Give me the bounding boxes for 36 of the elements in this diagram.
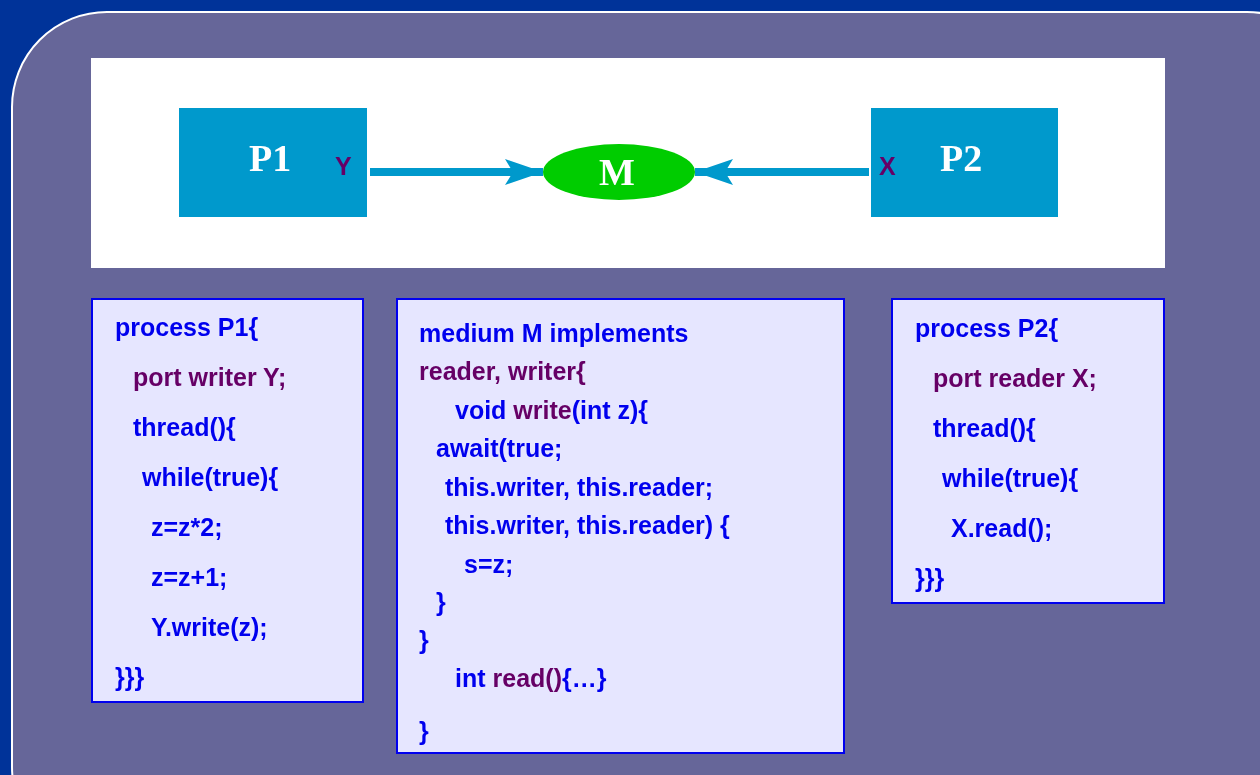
code-box bbox=[891, 298, 1165, 604]
code-line: while(true){ bbox=[142, 462, 279, 492]
arrow bbox=[695, 159, 869, 185]
code-line: }}} bbox=[115, 662, 145, 692]
code-line: }}} bbox=[915, 563, 945, 593]
code-line: this.writer, this.reader; bbox=[445, 472, 714, 502]
code-line: z=z+1; bbox=[151, 562, 228, 592]
code-line: port writer Y; bbox=[133, 362, 287, 392]
code-box bbox=[396, 298, 845, 754]
code-line: X.read(); bbox=[951, 513, 1053, 543]
code-line: Y.write(z); bbox=[151, 612, 268, 642]
code-line: process P2{ bbox=[915, 313, 1059, 343]
code-line: process P1{ bbox=[115, 312, 259, 342]
code-line: int read(){…} bbox=[455, 663, 607, 693]
code-line: z=z*2; bbox=[151, 512, 223, 542]
code-line: } bbox=[419, 716, 429, 746]
code-line: reader, writer{ bbox=[419, 356, 586, 386]
code-box bbox=[91, 298, 364, 703]
code-line: } bbox=[419, 625, 429, 655]
port-label: X bbox=[879, 152, 896, 181]
medium-label: M bbox=[599, 150, 635, 194]
port-label: Y bbox=[335, 152, 352, 181]
process-label: P1 bbox=[249, 136, 292, 180]
process-label: P2 bbox=[940, 136, 983, 180]
code-line: await(true; bbox=[436, 433, 563, 463]
code-line: thread(){ bbox=[933, 413, 1036, 443]
process-box bbox=[871, 108, 1058, 217]
code-line: medium M implements bbox=[419, 318, 689, 348]
code-line: } bbox=[436, 587, 446, 617]
code-line: while(true){ bbox=[942, 463, 1079, 493]
code-line: port reader X; bbox=[933, 363, 1097, 393]
code-line: this.writer, this.reader) { bbox=[445, 510, 730, 540]
process-box bbox=[179, 108, 367, 217]
code-line: void write(int z){ bbox=[455, 395, 649, 425]
code-line: thread(){ bbox=[133, 412, 236, 442]
code-line: s=z; bbox=[464, 549, 514, 579]
